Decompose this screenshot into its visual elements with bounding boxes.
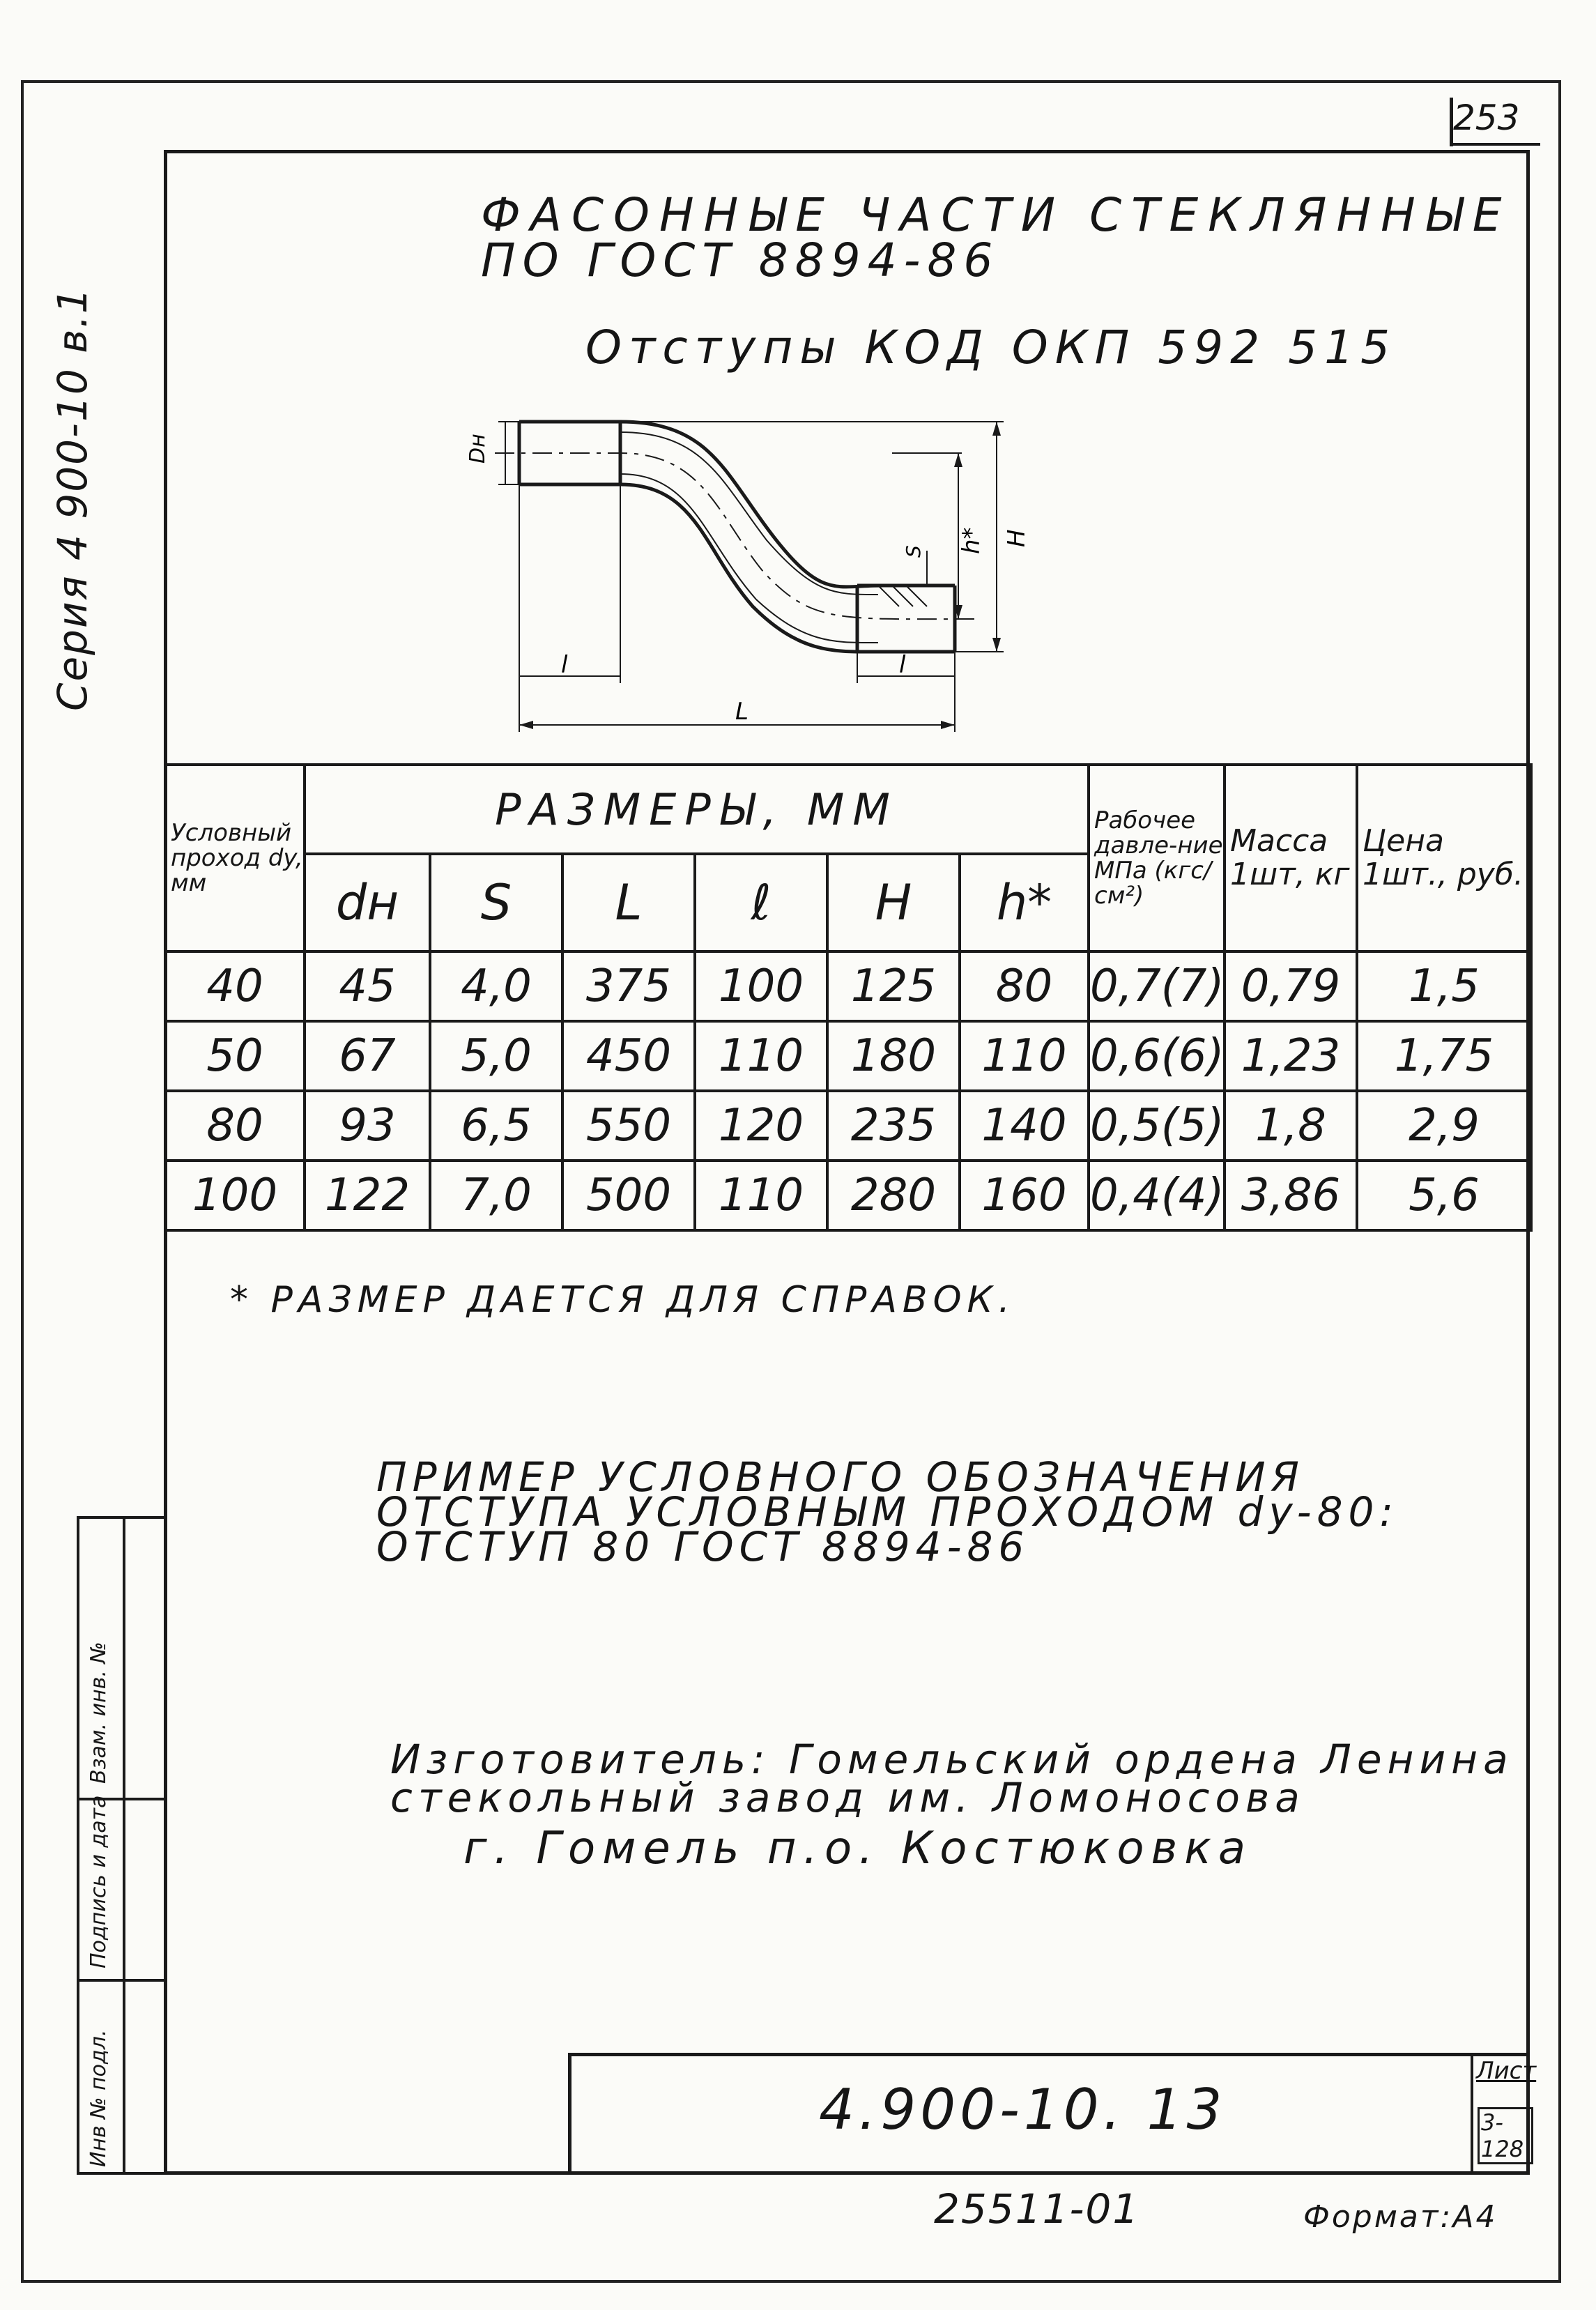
cell-price: 2,9 [1356, 1089, 1533, 1162]
page-title: ФАСОННЫЕ ЧАСТИ СТЕКЛЯННЫЕ [481, 188, 1512, 242]
table-row: 50 67 5,0 450 110 180 110 0,6(6) 1,23 1,… [164, 1020, 1533, 1092]
table-row: 100 122 7,0 500 110 280 160 0,4(4) 3,86 … [164, 1159, 1533, 1232]
side-stamp: Взам. инв. № Подпись и дата Инв № подл. [77, 1516, 164, 2175]
stamp-inv-orig: Инв № подл. [86, 2029, 111, 2167]
example-line-3: ОТСТУП 80 ГОСТ 8894-86 [376, 1523, 1030, 1570]
cell-l: 110 [693, 1159, 829, 1232]
cell-H: 180 [826, 1020, 961, 1092]
inventory-number: 25511-01 [934, 2185, 1140, 2233]
cell-mass: 3,86 [1223, 1159, 1358, 1232]
sheet-column: Лист 3-128 [1471, 2053, 1537, 2175]
cell-mass: 0,79 [1223, 950, 1358, 1023]
stamp-signature-date: Подпись и дата [86, 1795, 111, 1969]
standard-reference: ПО ГОСТ 8894-86 [481, 234, 1000, 287]
offset-drawing: Dн h* H S l l L [466, 420, 1031, 732]
cell-mass: 1,8 [1223, 1089, 1358, 1162]
cell-s: 7,0 [429, 1159, 564, 1232]
spec-table-wrap: Условный проход dy, мм РАЗМЕРЫ, ММ Рабоч… [164, 763, 1533, 1232]
L-dim-label: L [735, 698, 749, 726]
header-price: Цена 1шт., руб. [1356, 763, 1533, 953]
cell-h: 80 [958, 950, 1090, 1023]
example-line-1: ПРИМЕР УСЛОВНОГО ОБОЗНАЧЕНИЯ [376, 1453, 1305, 1501]
cell-price: 1,75 [1356, 1020, 1533, 1092]
cell-dy: 50 [164, 1020, 306, 1092]
cell-dn: 67 [303, 1020, 431, 1092]
H-dim-label: H [1003, 529, 1031, 547]
spec-table: Условный проход dy, мм РАЗМЕРЫ, ММ Рабоч… [164, 763, 1533, 1232]
h-dim-label: h* [958, 527, 985, 554]
cell-L: 500 [561, 1159, 696, 1232]
cell-H: 125 [826, 950, 961, 1023]
cell-dy: 80 [164, 1089, 306, 1162]
format-label: Формат:А4 [1303, 2199, 1498, 2235]
cell-L: 450 [561, 1020, 696, 1092]
stamp-replaces-inv: Взам. инв. № [86, 1642, 111, 1784]
stamp-divider [123, 1519, 125, 2172]
document-code: 4.900-10. 13 [819, 2077, 1227, 2142]
table-row: 80 93 6,5 550 120 235 140 0,5(5) 1,8 2,9 [164, 1089, 1533, 1162]
cell-pressure: 0,4(4) [1087, 1159, 1226, 1232]
s-dim-label: S [902, 545, 925, 558]
cell-price: 1,5 [1356, 950, 1533, 1023]
header-s: S [429, 852, 564, 953]
header-L: L [561, 852, 696, 953]
header-pressure: Рабочее давле-ние МПа (кгс/см²) [1087, 763, 1226, 953]
cell-H: 280 [826, 1159, 961, 1232]
manufacturer-line-2: стекольный завод им. Ломоносова [390, 1774, 1305, 1821]
cell-L: 375 [561, 950, 696, 1023]
cell-pressure: 0,5(5) [1087, 1089, 1226, 1162]
cell-l: 110 [693, 1020, 829, 1092]
table-row: 40 45 4,0 375 100 125 80 0,7(7) 0,79 1,5 [164, 950, 1533, 1023]
cell-l: 120 [693, 1089, 829, 1162]
cell-mass: 1,23 [1223, 1020, 1358, 1092]
cell-price: 5,6 [1356, 1159, 1533, 1232]
product-code: Отступы КОД ОКП 592 515 [585, 321, 1397, 374]
stamp-divider [79, 1798, 164, 1800]
cell-h: 160 [958, 1159, 1090, 1232]
cell-l: 100 [693, 950, 829, 1023]
sheet-label: Лист [1476, 2057, 1537, 2085]
header-mass: Масса 1шт, кг [1223, 763, 1358, 953]
manufacturer-line-1: Изготовитель: Гомельский ордена Ленина [390, 1736, 1514, 1783]
stamp-divider [79, 1979, 164, 1982]
header-H: H [826, 852, 961, 953]
cell-dn: 45 [303, 950, 431, 1023]
cell-s: 6,5 [429, 1089, 564, 1162]
reference-note: * РАЗМЕР ДАЕТСЯ ДЛЯ СПРАВОК. [230, 1279, 1015, 1321]
cell-dn: 122 [303, 1159, 431, 1232]
example-line-2: ОТСТУПА УСЛОВНЫМ ПРОХОДОМ dy-80: [376, 1488, 1399, 1536]
cell-pressure: 0,6(6) [1087, 1020, 1226, 1092]
dn-dim-label: Dн [466, 434, 490, 464]
header-l: ℓ [693, 852, 829, 953]
header-nominal-bore: Условный проход dy, мм [164, 763, 306, 953]
cell-dn: 93 [303, 1089, 431, 1162]
l2-dim-label: l [899, 651, 906, 679]
series-label: Серия 4 900-10 в.1 [49, 286, 96, 711]
cell-s: 4,0 [429, 950, 564, 1023]
corner-line [1450, 143, 1540, 146]
header-dn: dн [303, 852, 431, 953]
cell-dy: 40 [164, 950, 306, 1023]
cell-h: 140 [958, 1089, 1090, 1162]
cell-s: 5,0 [429, 1020, 564, 1092]
cell-L: 550 [561, 1089, 696, 1162]
l-dim-label: l [561, 651, 568, 679]
manufacturer-line-3: г. Гомель п.о. Костюковка [463, 1823, 1253, 1874]
cell-dy: 100 [164, 1159, 306, 1232]
cell-pressure: 0,7(7) [1087, 950, 1226, 1023]
corner-line [1450, 98, 1453, 146]
cell-h: 110 [958, 1020, 1090, 1092]
header-dimensions: РАЗМЕРЫ, ММ [303, 763, 1090, 855]
sheet-num: 3-128 [1478, 2107, 1533, 2164]
sheet-border [21, 80, 1561, 2283]
sheet-number: 253 [1453, 98, 1520, 138]
title-block: 4.900-10. 13 Лист 3-128 [568, 2053, 1537, 2175]
header-h: h* [958, 852, 1090, 953]
cell-H: 235 [826, 1089, 961, 1162]
